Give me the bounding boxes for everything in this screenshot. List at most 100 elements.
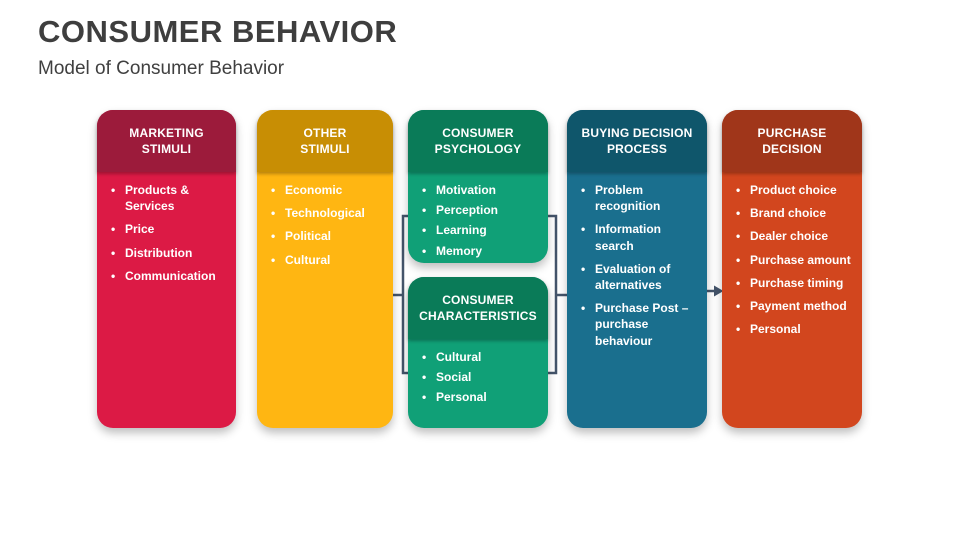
- list-item-label: Social: [436, 370, 472, 385]
- list-item-label: Information search: [595, 222, 661, 253]
- list-item-label: Price: [125, 222, 155, 237]
- card-item-list: • Economic • Technological • Political •…: [257, 172, 393, 276]
- card-marketing-stimuli: MARKETING STIMULI • Products & Services …: [97, 110, 236, 428]
- list-item-label: Payment method: [750, 298, 847, 313]
- card-header-label: MARKETING STIMULI: [129, 125, 204, 156]
- card-header-label: OTHER STIMULI: [300, 125, 350, 156]
- card-consumer-psychology: CONSUMER PSYCHOLOGY • Motivation • Perce…: [408, 110, 548, 263]
- bullet-icon: •: [422, 203, 427, 218]
- list-item: • Information search: [581, 221, 699, 253]
- card-other-stimuli: OTHER STIMULI • Economic • Technological…: [257, 110, 393, 428]
- list-item-label: Distribution: [125, 245, 193, 260]
- bullet-icon: •: [422, 183, 427, 197]
- list-item-label: Purchase timing: [750, 275, 844, 290]
- bullet-icon: •: [736, 298, 741, 313]
- list-item: • Dealer choice: [736, 228, 854, 244]
- list-item: • Perception: [422, 202, 540, 218]
- bullet-icon: •: [422, 350, 427, 364]
- list-item-label: Technological: [285, 206, 365, 221]
- list-item: • Product choice: [736, 182, 854, 198]
- list-item-label: Product choice: [750, 183, 837, 197]
- list-item: • Economic: [271, 182, 385, 198]
- card-header: PURCHASE DECISION: [722, 110, 862, 172]
- list-item-label: Purchase amount: [750, 252, 851, 267]
- bullet-icon: •: [111, 245, 116, 260]
- bullet-icon: •: [581, 183, 586, 197]
- list-item: • Technological: [271, 205, 385, 221]
- list-item: • Political: [271, 228, 385, 244]
- bullet-icon: •: [581, 261, 586, 276]
- list-item: • Personal: [422, 389, 540, 405]
- card-header: OTHER STIMULI: [257, 110, 393, 172]
- list-item: • Products & Services: [111, 182, 228, 214]
- list-item-label: Dealer choice: [750, 229, 829, 244]
- list-item-label: Cultural: [285, 252, 331, 267]
- page-title: CONSUMER BEHAVIOR: [38, 14, 398, 49]
- bullet-icon: •: [422, 390, 427, 405]
- list-item: • Personal: [736, 321, 854, 337]
- arrow-head-icon: [714, 285, 724, 297]
- list-item-label: Economic: [285, 183, 343, 197]
- bullet-icon: •: [271, 252, 276, 267]
- list-item-label: Communication: [125, 268, 216, 283]
- list-item: • Cultural: [422, 349, 540, 365]
- bullet-icon: •: [111, 268, 116, 283]
- list-item-label: Motivation: [436, 183, 496, 197]
- list-item: • Distribution: [111, 245, 228, 261]
- card-item-list: • Problem recognition • Information sear…: [567, 172, 707, 357]
- bullet-icon: •: [271, 206, 276, 221]
- list-item: • Purchase amount: [736, 252, 854, 268]
- list-item: • Cultural: [271, 252, 385, 268]
- list-item: • Brand choice: [736, 205, 854, 221]
- card-header: MARKETING STIMULI: [97, 110, 236, 172]
- list-item: • Payment method: [736, 298, 854, 314]
- bullet-icon: •: [422, 223, 427, 238]
- card-header: CONSUMER CHARACTERISTICS: [408, 277, 548, 339]
- card-buying-decision-process: BUYING DECISION PROCESS • Problem recogn…: [567, 110, 707, 428]
- list-item: • Learning: [422, 222, 540, 238]
- page-subtitle: Model of Consumer Behavior: [38, 58, 285, 79]
- list-item: • Price: [111, 221, 228, 237]
- list-item-label: Memory: [436, 243, 483, 258]
- list-item-label: Perception: [436, 203, 499, 218]
- list-item: • Problem recognition: [581, 182, 699, 214]
- bullet-icon: •: [111, 222, 116, 237]
- card-item-list: • Products & Services • Price • Distribu…: [97, 172, 236, 292]
- list-item: • Social: [422, 369, 540, 385]
- card-header-label: CONSUMER CHARACTERISTICS: [419, 292, 537, 323]
- list-item: • Evaluation of alternatives: [581, 261, 699, 293]
- list-item-label: Personal: [436, 390, 487, 405]
- list-item: • Motivation: [422, 182, 540, 198]
- card-item-list: • Product choice • Brand choice • Dealer…: [722, 172, 862, 345]
- list-item-label: Brand choice: [750, 206, 827, 221]
- card-header-label: PURCHASE DECISION: [757, 125, 827, 156]
- bullet-icon: •: [581, 222, 586, 237]
- list-item-label: Cultural: [436, 350, 482, 364]
- list-item-label: Problem recognition: [595, 183, 661, 214]
- card-header-label: CONSUMER PSYCHOLOGY: [434, 125, 522, 156]
- bullet-icon: •: [271, 183, 276, 197]
- card-header-label: BUYING DECISION PROCESS: [581, 125, 693, 156]
- bullet-icon: •: [271, 229, 276, 244]
- bullet-icon: •: [736, 206, 741, 221]
- bullet-icon: •: [111, 183, 116, 197]
- bullet-icon: •: [581, 301, 586, 316]
- bullet-icon: •: [422, 370, 427, 385]
- list-item: • Purchase timing: [736, 275, 854, 291]
- card-consumer-characteristics: CONSUMER CHARACTERISTICS • Cultural • So…: [408, 277, 548, 428]
- list-item-label: Political: [285, 229, 332, 244]
- bullet-icon: •: [736, 252, 741, 267]
- card-purchase-decision: PURCHASE DECISION • Product choice • Bra…: [722, 110, 862, 428]
- bullet-icon: •: [736, 229, 741, 244]
- bullet-icon: •: [736, 275, 741, 290]
- list-item: • Purchase Post – purchase behaviour: [581, 300, 699, 349]
- list-item: • Communication: [111, 268, 228, 284]
- bullet-icon: •: [736, 322, 741, 337]
- card-item-list: • Motivation • Perception • Learning • M…: [408, 172, 548, 267]
- list-item-label: Products & Services: [125, 183, 190, 214]
- list-item-label: Purchase Post – purchase behaviour: [595, 301, 689, 348]
- list-item-label: Evaluation of alternatives: [595, 261, 671, 292]
- card-header: BUYING DECISION PROCESS: [567, 110, 707, 172]
- bullet-icon: •: [736, 183, 741, 197]
